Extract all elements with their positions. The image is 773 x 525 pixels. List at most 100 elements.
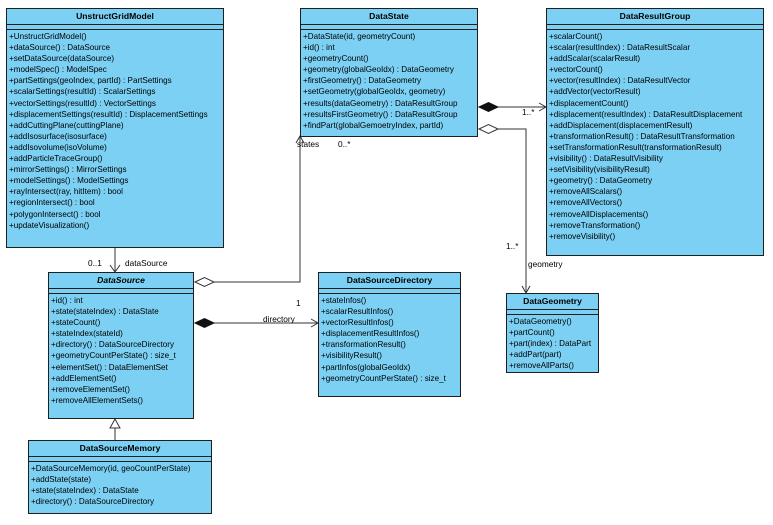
operation: +scalar(resultIndex) : DataResultScalar bbox=[549, 43, 691, 53]
class-datasourcememory[interactable]: DataSourceMemory +DataSourceMemory(id, g… bbox=[28, 440, 212, 514]
operations-compartment: +DataGeometry() +partCount() +part(index… bbox=[507, 315, 598, 371]
operation: +geometryCount() bbox=[303, 54, 369, 64]
operation: +scalarSettings(resultId) : ScalarSettin… bbox=[9, 87, 156, 97]
class-datastate[interactable]: DataState +DataState(id, geometryCount) … bbox=[300, 8, 478, 137]
operation: +elementSet() : DataElementSet bbox=[51, 362, 168, 372]
operation: +addParticleTraceGroup() bbox=[9, 154, 103, 164]
operation: +addIsovolume(isoVolume) bbox=[9, 142, 107, 152]
operation: +setGeometry(globalGeoIdx, geometry) bbox=[303, 87, 446, 97]
operation: +regionIntersect() : bool bbox=[9, 198, 95, 208]
operation: +rayIntersect(ray, hitItem) : bool bbox=[9, 187, 123, 197]
operation: +addVector(vectorResult) bbox=[549, 87, 641, 97]
operations-compartment: +id() : int +state(stateIndex) : DataSta… bbox=[49, 294, 193, 406]
operation: +displacementSettings(resultId) : Displa… bbox=[9, 109, 208, 119]
operation: +transformationResult() : DataResultTran… bbox=[549, 131, 735, 141]
operation: +dataSource() : DataSource bbox=[9, 43, 111, 53]
class-unstructgridmodel[interactable]: UnstructGridModel +UnstructGridModel() +… bbox=[6, 8, 224, 248]
class-name: UnstructGridModel bbox=[7, 9, 223, 25]
operation: +vectorResultInfos() bbox=[321, 318, 394, 328]
states-multiplicity: 0..* bbox=[338, 139, 351, 149]
attributes-compartment bbox=[301, 25, 477, 30]
operation: +removeAllVectors() bbox=[549, 198, 623, 208]
operation: +addState(state) bbox=[31, 475, 92, 485]
operation: +partInfos(globalGeoIdx) bbox=[321, 362, 411, 372]
operation: +modelSpec() : ModelSpec bbox=[9, 65, 107, 75]
operation: +DataGeometry() bbox=[509, 317, 572, 326]
directory-multiplicity: 1 bbox=[296, 298, 301, 308]
class-name: DataSourceMemory bbox=[29, 441, 211, 457]
operation: +scalarResultInfos() bbox=[321, 307, 394, 317]
attributes-compartment bbox=[507, 310, 598, 315]
operation: +part(index) : DataPart bbox=[509, 339, 592, 349]
class-dataresultgroup[interactable]: DataResultGroup +scalarCount() +scalar(r… bbox=[546, 8, 764, 256]
operation: +stateCount() bbox=[51, 318, 101, 328]
operation: +partCount() bbox=[509, 328, 555, 338]
datasource-multiplicity: 0..1 bbox=[88, 258, 102, 268]
attributes-compartment bbox=[49, 289, 193, 294]
operation: +firstGeometry() : DataGeometry bbox=[303, 76, 422, 86]
operation: +setVisibility(visibilityResult) bbox=[549, 165, 650, 175]
operations-compartment: +DataState(id, geometryCount) +id() : in… bbox=[301, 30, 477, 131]
operation: +DataSourceMemory(id, geoCountPerState) bbox=[31, 464, 191, 473]
class-datasource[interactable]: DataSource +id() : int +state(stateIndex… bbox=[48, 272, 194, 419]
operation: +removeTransformation() bbox=[549, 220, 641, 230]
states-role: states bbox=[297, 139, 320, 149]
datasource-role: dataSource bbox=[125, 258, 168, 268]
operation: +mirrorSettings() : MirrorSettings bbox=[9, 165, 127, 175]
directory-role: directory bbox=[263, 314, 295, 324]
operation: +addElementSet() bbox=[51, 373, 117, 383]
operations-compartment: +scalarCount() +scalar(resultIndex) : Da… bbox=[547, 30, 763, 242]
operation: +geometryCountPerState() : size_t bbox=[321, 373, 446, 383]
attributes-compartment bbox=[29, 457, 211, 462]
operation: +removeElementSet() bbox=[51, 384, 130, 394]
operation: +stateIndex(stateId) bbox=[51, 329, 123, 339]
operation: +addIsosurface(isosurface) bbox=[9, 131, 107, 141]
operation: +scalarCount() bbox=[549, 32, 603, 41]
operation: +removeAllElementSets() bbox=[51, 395, 143, 405]
attributes-compartment bbox=[7, 25, 223, 30]
operation: +setTransformationResult(transformationR… bbox=[549, 142, 722, 152]
operation: +removeAllDisplacements() bbox=[549, 209, 649, 219]
attributes-compartment bbox=[547, 25, 763, 30]
operation: +UnstructGridModel() bbox=[9, 32, 87, 41]
class-name: DataSourceDirectory bbox=[319, 273, 460, 289]
operation: +removeAllScalars() bbox=[549, 187, 623, 197]
operation: +polygonIntersect() : bool bbox=[9, 209, 101, 219]
operation: +removeAllParts() bbox=[509, 361, 574, 371]
attributes-compartment bbox=[319, 289, 460, 294]
operation: +visibilityResult() bbox=[321, 351, 382, 361]
operation: +results(dataGeometry) : DataResultGroup bbox=[303, 98, 458, 108]
geometry-role: geometry bbox=[528, 259, 563, 269]
operation: +DataState(id, geometryCount) bbox=[303, 32, 416, 41]
operation: +transformationResult() bbox=[321, 340, 406, 350]
operation: +vectorCount() bbox=[549, 65, 603, 75]
operation: +addDisplacement(displacementResult) bbox=[549, 120, 693, 130]
operation: +addScalar(scalarResult) bbox=[549, 54, 641, 64]
operation: +geometryCountPerState() : size_t bbox=[51, 351, 176, 361]
operations-compartment: +stateInfos() +scalarResultInfos() +vect… bbox=[319, 294, 460, 384]
operation: +stateInfos() bbox=[321, 296, 367, 305]
operations-compartment: +UnstructGridModel() +dataSource() : Dat… bbox=[7, 30, 223, 231]
class-datageometry[interactable]: DataGeometry +DataGeometry() +partCount(… bbox=[506, 293, 599, 373]
operation: +geometry() : DataGeometry bbox=[549, 176, 653, 186]
class-name: DataGeometry bbox=[507, 294, 598, 310]
operation: +state(stateIndex) : DataState bbox=[31, 486, 139, 496]
class-datasourcedirectory[interactable]: DataSourceDirectory +stateInfos() +scala… bbox=[318, 272, 461, 397]
operations-compartment: +DataSourceMemory(id, geoCountPerState) … bbox=[29, 462, 211, 507]
operation: +vector(resultIndex) : DataResultVector bbox=[549, 76, 691, 86]
operation: +displacement(resultIndex) : DataResultD… bbox=[549, 109, 743, 119]
operation: +setDataSource(dataSource) bbox=[9, 54, 115, 64]
operation: +removeVisibility() bbox=[549, 231, 616, 241]
geometry-multiplicity: 1..* bbox=[506, 241, 519, 251]
class-name: DataState bbox=[301, 9, 477, 25]
operation: +directory() : DataSourceDirectory bbox=[51, 340, 175, 350]
operation: +vectorSettings(resultId) : VectorSettin… bbox=[9, 98, 156, 108]
operation: +partSettings(geoIndex, partId) : PartSe… bbox=[9, 76, 172, 86]
operation: +resultsFirstGeometry() : DataResultGrou… bbox=[303, 109, 458, 119]
operation: +findPart(globalGemoetryIndex, partId) bbox=[303, 120, 444, 130]
operation: +id() : int bbox=[303, 43, 335, 53]
operation: +modelSettings() : ModelSettings bbox=[9, 176, 129, 186]
class-name: DataResultGroup bbox=[547, 9, 763, 25]
operation: +addCuttingPlane(cuttingPlane) bbox=[9, 120, 124, 130]
